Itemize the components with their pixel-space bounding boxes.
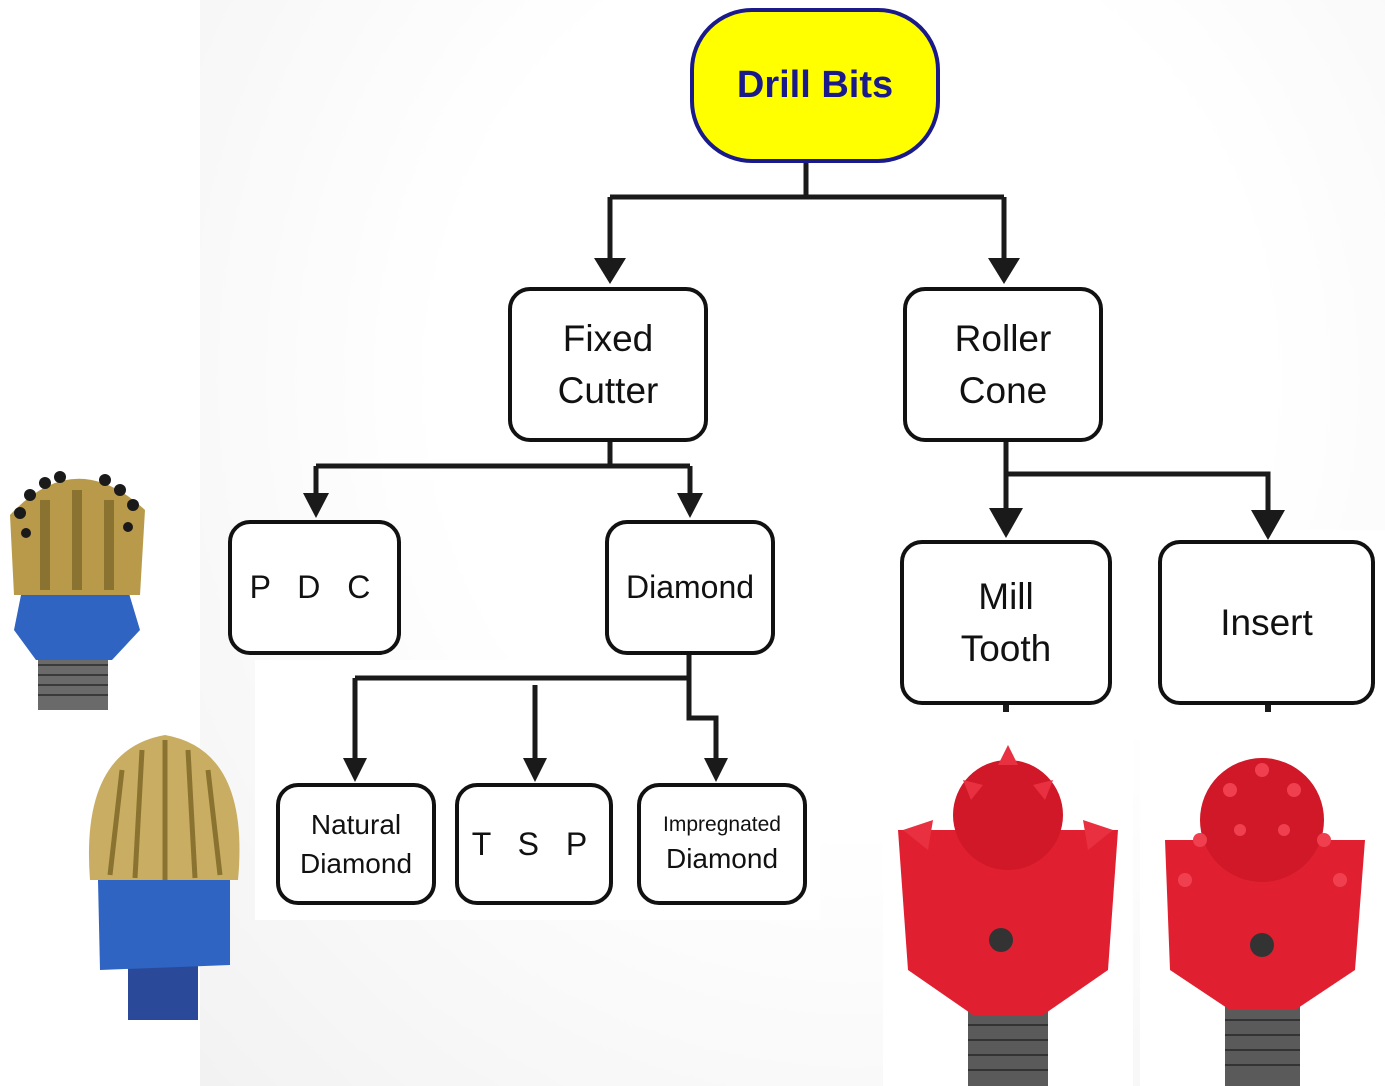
natural-diamond-label: Natural Diamond [299,808,413,879]
arrow-to-tsp [523,758,547,782]
roller-cone-connector [1003,442,1271,512]
diamond-node: Diamond [605,520,775,655]
drill-bits-node: Drill Bits [690,8,940,163]
diamond-label: Diamond [625,569,755,606]
mill-tooth-label: Mill Tooth [960,575,1052,669]
fixed-cutter-connector [313,442,693,495]
natural-diamond-node: Natural Diamond [276,783,436,905]
insert-node: Insert [1158,540,1375,705]
root-connector [607,162,1007,262]
diamond-connector [352,655,719,760]
insert-bit-photo [1140,740,1385,1086]
mill-tooth-stub [1003,702,1009,712]
diamond-bit-photo [88,735,240,1020]
arrow-to-roller-cone [988,258,1020,284]
arrow-to-diamond [677,493,703,518]
mill-tooth-node: Mill Tooth [900,540,1112,705]
roller-cone-node: Roller Cone [903,287,1103,442]
drill-bits-label: Drill Bits [736,63,894,106]
roller-cone-label: Roller Cone [954,317,1052,411]
impregnated-diamond-node: Impregnated Diamond [637,783,807,905]
fixed-cutter-label: Fixed Cutter [557,317,659,411]
insert-stub [1265,702,1271,712]
impregnated-label: Impregnated [663,812,781,836]
tsp-label: T S P [471,825,597,862]
arrow-to-insert [1251,510,1285,540]
impregnated-diamond-label: Diamond [665,843,779,875]
mill-tooth-bit-photo [883,740,1133,1086]
pdc-bit-photo [10,471,145,710]
arrow-to-impregnated-diamond [704,758,728,782]
pdc-label: P D C [249,569,380,606]
insert-label: Insert [1220,601,1313,643]
arrow-to-mill-tooth [989,508,1023,538]
pdc-node: P D C [228,520,401,655]
arrow-to-pdc [303,493,329,518]
fixed-cutter-node: Fixed Cutter [508,287,708,442]
tsp-node: T S P [455,783,613,905]
arrow-to-natural-diamond [343,758,367,782]
arrow-to-fixed-cutter [594,258,626,284]
